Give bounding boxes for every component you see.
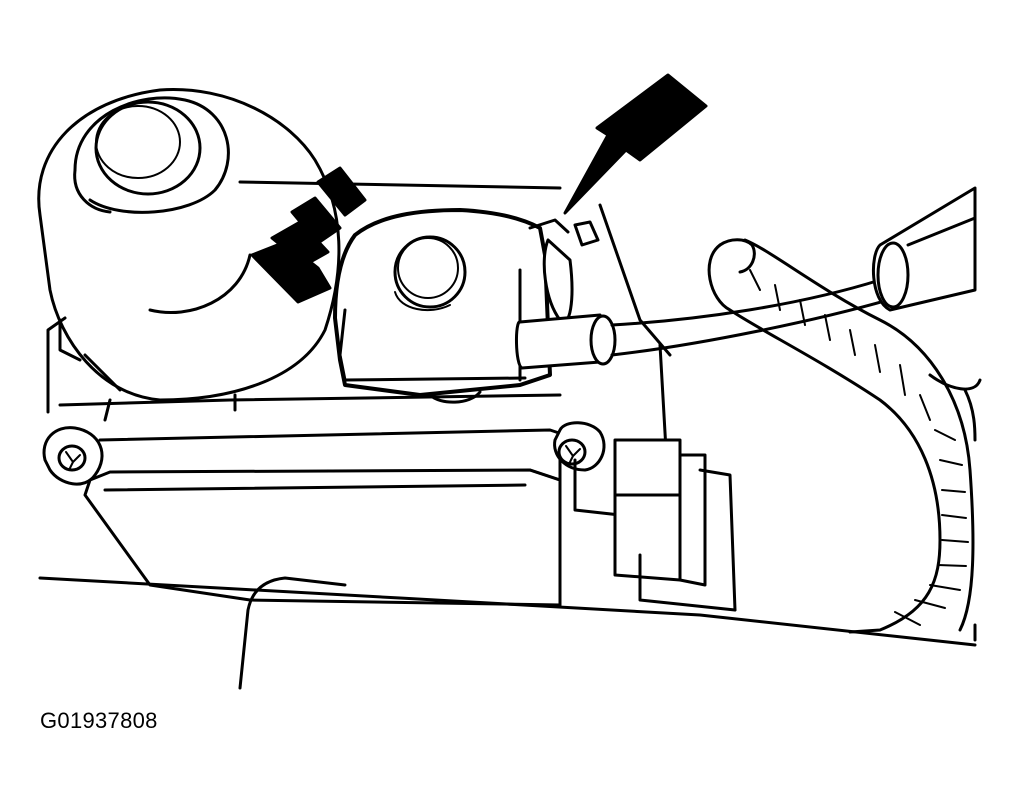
dashed-arrow-icon bbox=[250, 166, 367, 304]
screw-left bbox=[57, 444, 87, 472]
wiring-harness bbox=[707, 238, 982, 634]
sensor-body bbox=[333, 208, 600, 404]
solid-arrow-icon bbox=[563, 73, 708, 215]
figure-id-label: G01937808 bbox=[40, 708, 158, 733]
motor-housing bbox=[37, 88, 341, 422]
control-module bbox=[83, 458, 622, 607]
base-surface bbox=[38, 576, 977, 690]
sensor-cable bbox=[515, 278, 897, 370]
screw-right bbox=[557, 438, 587, 466]
connector-block bbox=[613, 438, 737, 612]
cable-sleeve bbox=[871, 186, 977, 312]
